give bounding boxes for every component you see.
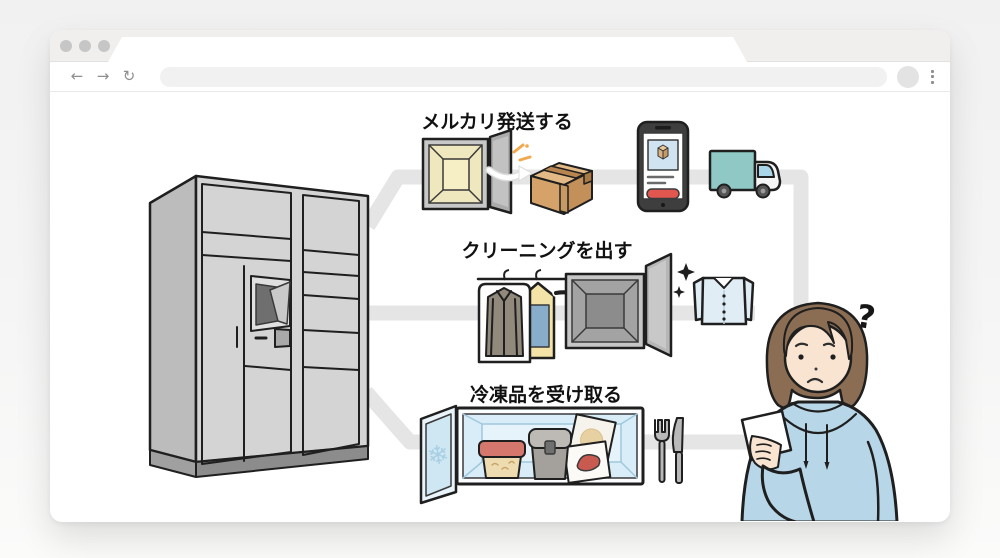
- delivery-truck: [708, 149, 782, 199]
- window-close-button[interactable]: [60, 40, 72, 52]
- packet-meat: [576, 454, 601, 472]
- window-zoom-button[interactable]: [98, 40, 110, 52]
- locker-back-wall: [442, 158, 470, 191]
- open-locker-cool: [564, 252, 673, 358]
- row2-label: クリーニングを出す: [461, 239, 632, 262]
- forward-icon[interactable]: →: [96, 67, 110, 85]
- question-mark: ?: [854, 297, 878, 337]
- frozen-packets: [562, 413, 617, 484]
- confused-woman: ?: [740, 297, 899, 521]
- freezer-compartment: [455, 406, 645, 486]
- truck-cargo: [708, 149, 757, 192]
- row-frozen: 冷凍品を受け取る ❄: [419, 383, 684, 505]
- box-tape-front: [559, 183, 569, 214]
- knife-handle: [675, 451, 683, 484]
- woman-eyebrows: [794, 342, 836, 348]
- hood-neckline: [790, 401, 846, 413]
- coat-collar: [490, 290, 518, 357]
- hood-drawstrings: [803, 423, 830, 470]
- container-food-marks: [491, 460, 515, 470]
- cardboard-box: [530, 162, 593, 215]
- woman-hair-fringe: [782, 307, 854, 360]
- locker-back-wall: [585, 293, 625, 329]
- locker-cabinet: [148, 174, 370, 478]
- browser-tab-bar: [50, 30, 950, 62]
- cabinet-side-panel: [148, 174, 198, 464]
- hanger-hook: [503, 269, 510, 281]
- browser-toolbar: ← → ↻: [50, 62, 950, 92]
- phone-home-dot: [661, 203, 665, 207]
- clean-shirt: [692, 276, 755, 326]
- arrow-out-icon: [485, 165, 534, 182]
- console-screen-flap: [269, 281, 291, 325]
- back-icon[interactable]: ←: [70, 67, 84, 85]
- app-box-icon: [657, 144, 669, 160]
- connector-top: [361, 169, 809, 338]
- profile-avatar[interactable]: [897, 65, 919, 88]
- locker-bevel-lines: [571, 279, 639, 343]
- hood-drape: [778, 412, 858, 435]
- row3-label: 冷凍品を受け取る: [470, 383, 622, 406]
- woman-eye-right: [830, 354, 836, 360]
- knife-blade: [671, 417, 684, 453]
- phone-speaker: [655, 126, 671, 130]
- pot-clasp: [544, 440, 556, 455]
- hanger-hook: [535, 269, 542, 281]
- container-lid: [478, 440, 526, 458]
- container-body: [482, 455, 522, 479]
- illustration-canvas: メルカリ発送する: [148, 110, 899, 521]
- cabinet-left-unit: [201, 183, 292, 465]
- app-buy-button: [646, 188, 680, 200]
- fork-head: [654, 419, 670, 442]
- shirt-collar: [713, 277, 734, 289]
- hand-finger-lines: [755, 443, 772, 461]
- smartphone: [636, 120, 690, 213]
- cutlery: [654, 417, 684, 484]
- fork-handle: [658, 440, 666, 483]
- food-container: [478, 440, 526, 479]
- woman-eye-left: [798, 354, 804, 360]
- sparkle-star-icon: [673, 263, 695, 298]
- bag-window: [528, 304, 550, 348]
- freezer-door-inner: [425, 413, 452, 497]
- row-mercari: メルカリ発送する: [421, 110, 782, 215]
- freezer-door: ❄: [419, 404, 458, 505]
- woman-arm-line: [866, 440, 880, 521]
- active-tab[interactable]: [108, 37, 747, 62]
- window-minimize-button[interactable]: [79, 40, 91, 52]
- row1-label: メルカリ発送する: [421, 110, 572, 133]
- fork-icon: [654, 419, 670, 483]
- open-locker-warm: [421, 128, 513, 215]
- sparkle-icon: [512, 143, 532, 162]
- snowflake-icon: ❄: [425, 440, 451, 473]
- cabinet-console: [250, 275, 291, 348]
- woman-nose: [814, 367, 818, 371]
- knife-icon: [671, 417, 684, 484]
- console-keypad: [274, 328, 291, 348]
- garment-bag-clear: [477, 269, 532, 364]
- truck-window: [757, 164, 775, 178]
- address-bar-input[interactable]: [160, 66, 887, 87]
- locker-bevel-lines: [428, 144, 483, 204]
- app-text-lines: [646, 175, 675, 185]
- box-tape-side: [583, 170, 593, 185]
- shirt-buttons: [722, 294, 726, 321]
- window-controls: [60, 40, 110, 52]
- hand-with-note: [740, 409, 816, 521]
- woman-sleeve: [760, 464, 816, 521]
- woman-face: [783, 322, 853, 394]
- browser-menu-icon[interactable]: [929, 68, 936, 86]
- freezer-perspective-lines: [462, 413, 638, 479]
- page-content: メルカリ発送する: [50, 92, 950, 521]
- row-cleaning: クリーニングを出す: [461, 239, 755, 364]
- woman-mouth: [806, 377, 824, 384]
- cabinet-base-front: [195, 445, 369, 478]
- browser-window: ← → ↻: [50, 30, 950, 522]
- cabinet-right-unit: [302, 194, 360, 456]
- frozen-pot: [528, 428, 572, 480]
- locker-door-inner: [649, 260, 666, 349]
- reload-icon[interactable]: ↻: [122, 67, 136, 85]
- locker-door-inner: [493, 136, 508, 207]
